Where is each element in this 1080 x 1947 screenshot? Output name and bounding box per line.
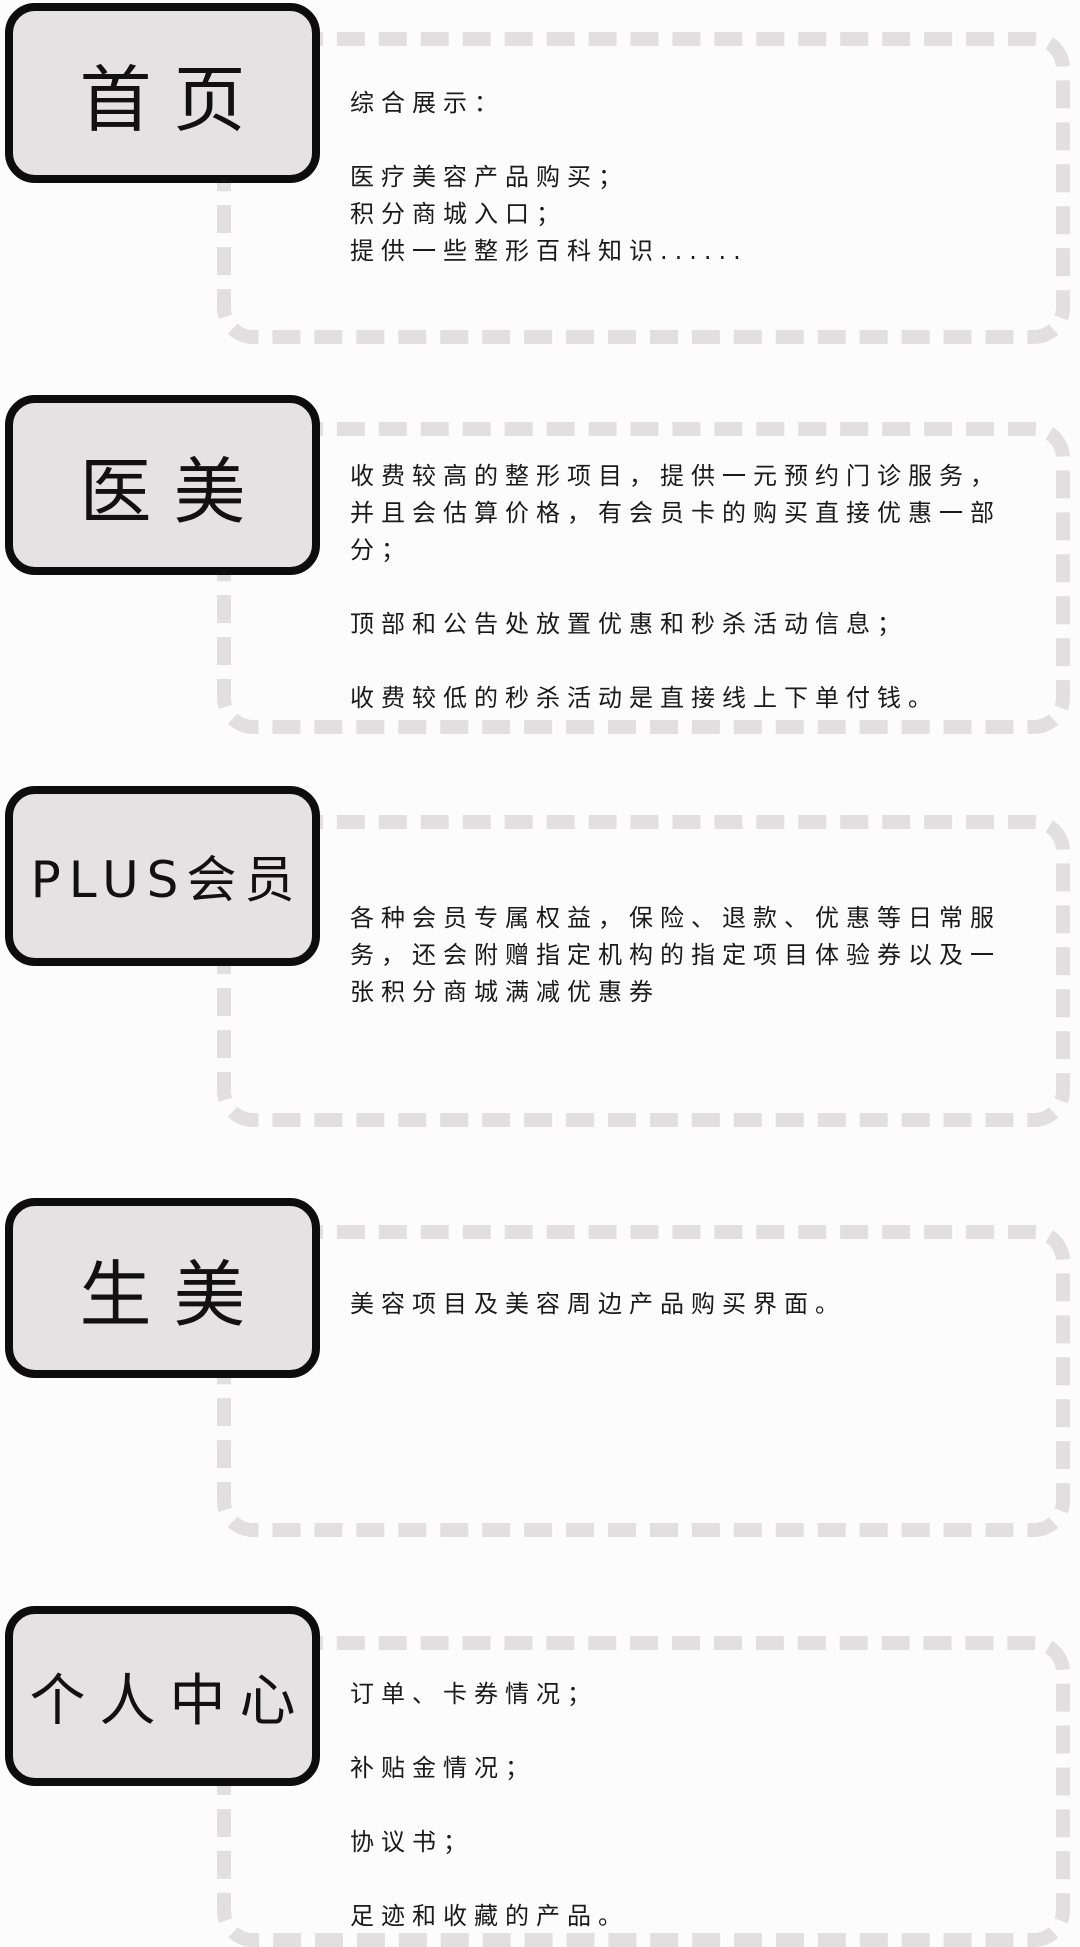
section-title-box: 医美 (5, 395, 320, 575)
section-title: 生美 (79, 1252, 268, 1337)
description-line: 张积分商城满减优惠券 (350, 978, 660, 1006)
description-line (350, 569, 1050, 606)
description-line: 综合展示： (350, 89, 505, 117)
description-line: 务，还会附赠指定机构的指定项目体验券以及一 (350, 941, 1001, 969)
description-line (350, 1787, 1050, 1824)
description-line: 顶部和公告处放置优惠和秒杀活动信息； (350, 610, 908, 638)
description-line (350, 1713, 1050, 1750)
description-line: 提供一些整形百科知识...... (350, 237, 748, 265)
description-line: 积分商城入口； (350, 200, 567, 228)
description-line: 医疗美容产品购买； (350, 163, 629, 191)
section-description: 各种会员专属权益，保险、退款、优惠等日常服 务，还会附赠指定机构的指定项目体验券… (350, 900, 1050, 1011)
section-title: 首页 (79, 57, 268, 142)
section-title: 个人中心 (29, 1668, 310, 1734)
description-line: 收费较低的秒杀活动是直接线上下单付钱。 (350, 684, 939, 712)
description-line: 协议书； (350, 1828, 474, 1856)
description-line: 足迹和收藏的产品。 (350, 1902, 629, 1930)
section-title-box: 首页 (5, 3, 320, 183)
description-frame (217, 1225, 1070, 1537)
section-title: PLUS会员 (30, 851, 303, 909)
description-line (350, 1861, 1050, 1898)
section-description: 订单、卡券情况； 补贴金情况； 协议书； 足迹和收藏的产品。 (350, 1676, 1050, 1935)
description-line: 收费较高的整形项目，提供一元预约门诊服务， (350, 462, 1001, 490)
section-description: 美容项目及美容周边产品购买界面。 (350, 1286, 1050, 1323)
description-line: 并且会估算价格，有会员卡的购买直接优惠一部 (350, 499, 1001, 527)
description-line: 美容项目及美容周边产品购买界面。 (350, 1290, 846, 1318)
description-line (350, 122, 1050, 159)
description-line: 各种会员专属权益，保险、退款、优惠等日常服 (350, 904, 1001, 932)
section-title-box: 生美 (5, 1198, 320, 1378)
description-line: 补贴金情况； (350, 1754, 536, 1782)
section-description: 综合展示： 医疗美容产品购买； 积分商城入口； 提供一些整形百科知识...... (350, 85, 1050, 270)
section-title-box: PLUS会员 (5, 786, 320, 966)
description-line: 订单、卡券情况； (350, 1680, 598, 1708)
section-title-box: 个人中心 (5, 1606, 320, 1786)
description-frame (217, 422, 1070, 734)
description-line: 分； (350, 536, 412, 564)
description-line (350, 643, 1050, 680)
section-description: 收费较高的整形项目，提供一元预约门诊服务， 并且会估算价格，有会员卡的购买直接优… (350, 458, 1050, 717)
section-title: 医美 (79, 449, 268, 534)
